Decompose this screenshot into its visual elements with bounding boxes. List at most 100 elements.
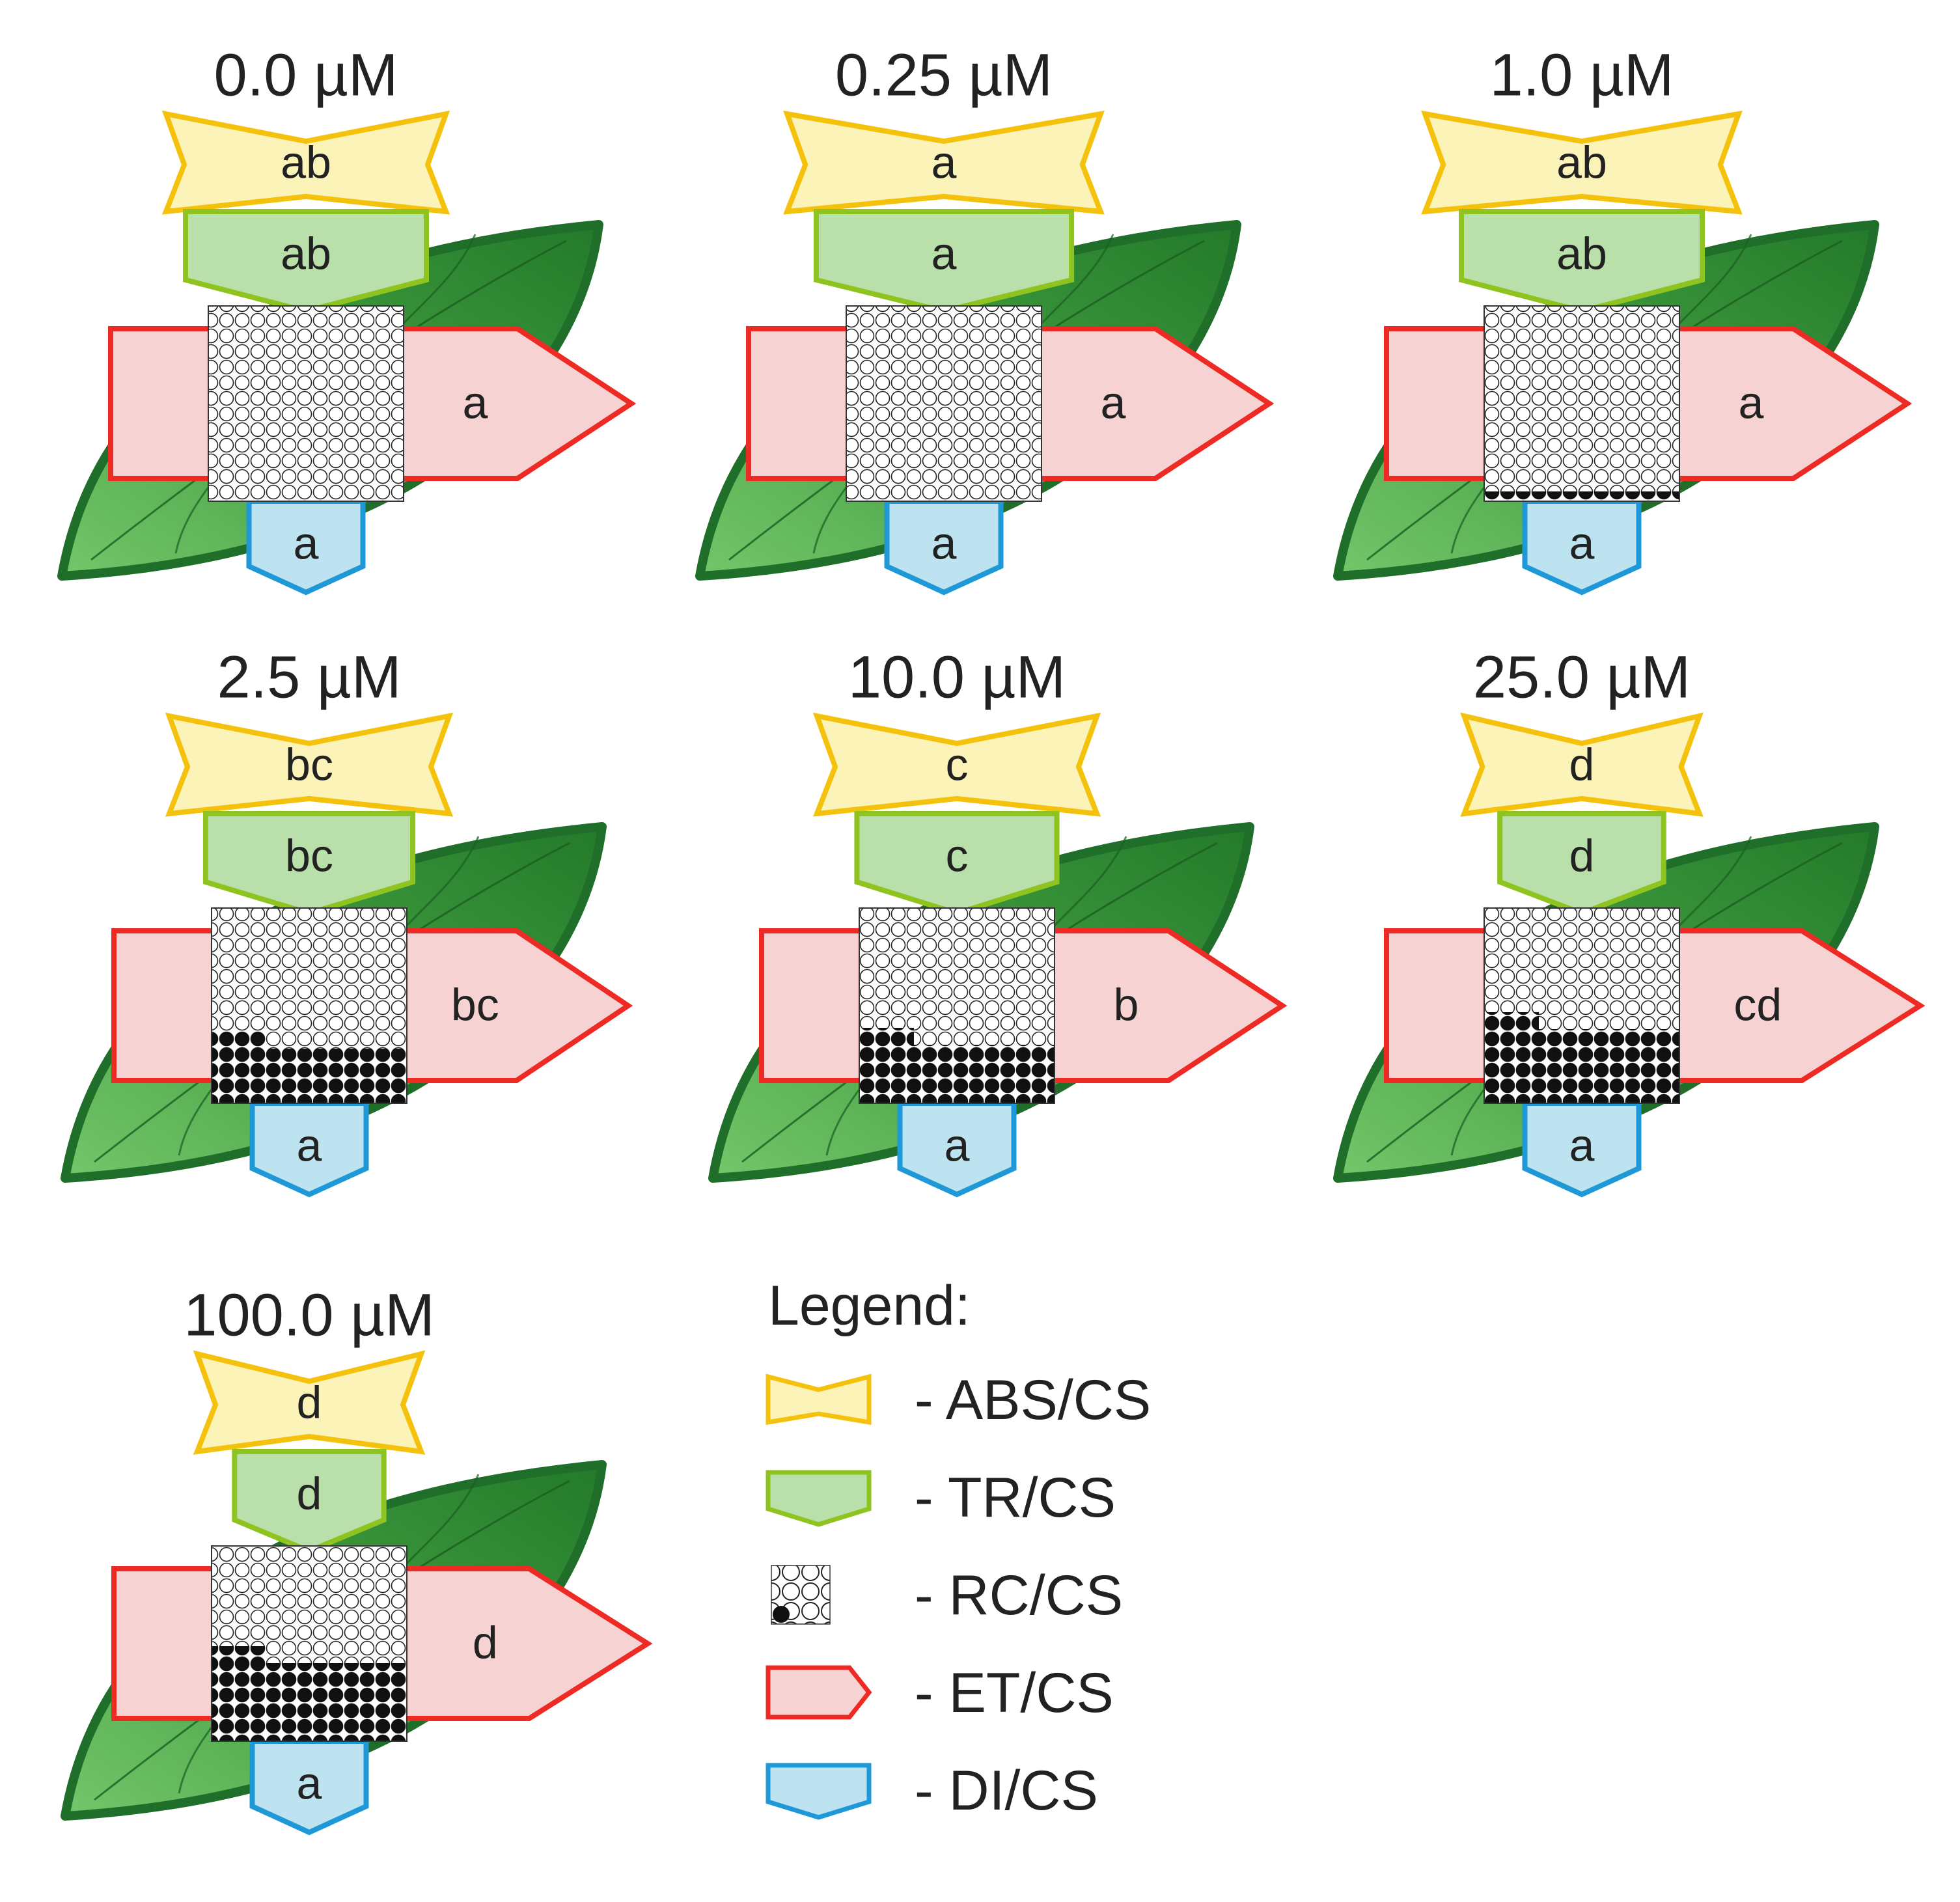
- di-cs-letter: a: [932, 517, 957, 568]
- di-cs-letter: a: [1569, 1120, 1595, 1170]
- legend: Legend: - ABS/CS - TR/CS - RC/CS - ET/CS - DI…: [766, 1275, 1151, 1822]
- rc-closed-area: [859, 1045, 1055, 1103]
- et-cs-letter: d: [473, 1617, 498, 1668]
- abs-cs-letter: ab: [1556, 137, 1607, 187]
- rc-border: [208, 305, 404, 502]
- rc-closed-area: [212, 1663, 407, 1741]
- di-cs-letter: a: [297, 1120, 322, 1170]
- legend-rc-closed-dot: [773, 1606, 790, 1623]
- abs-cs-letter: c: [946, 739, 969, 790]
- rc-open-area: [846, 306, 1042, 501]
- rc-open-area: [208, 306, 404, 501]
- concentration-label: 0.0 µM: [214, 42, 398, 108]
- abs-cs-shape: [1460, 712, 1704, 817]
- tr-cs-letter: a: [932, 228, 957, 279]
- rc-border: [846, 305, 1042, 502]
- rc-border: [211, 907, 407, 1104]
- rc-closed-area: [1484, 1029, 1679, 1103]
- panel-0: 0.0 µM ab ab a a: [57, 42, 637, 596]
- rc-border: [1484, 305, 1680, 502]
- di-cs-letter: a: [294, 517, 319, 568]
- legend-abs-icon: [766, 1373, 872, 1426]
- legend-et-icon: [766, 1665, 872, 1720]
- rc-cs-square: [211, 1545, 407, 1742]
- concentration-label: 0.25 µM: [835, 42, 1053, 108]
- rc-cs-square: [208, 305, 404, 502]
- et-cs-letter: a: [463, 377, 488, 428]
- tr-cs-shape: [1497, 811, 1666, 917]
- abs-cs-shape: [165, 712, 454, 817]
- tr-cs-letter: bc: [285, 830, 333, 881]
- legend-item-di: - DI/CS: [766, 1759, 1098, 1822]
- et-cs-letter: b: [1114, 979, 1139, 1030]
- tr-cs-shape: [1459, 209, 1705, 314]
- rc-closed-area: [212, 1049, 407, 1103]
- legend-di-icon: [766, 1763, 872, 1820]
- concentration-label: 1.0 µM: [1489, 42, 1674, 108]
- abs-cs-shape: [783, 110, 1105, 215]
- panel-5: 25.0 µM dd cd a: [1333, 644, 1925, 1198]
- concentration-label: 100.0 µM: [184, 1282, 434, 1348]
- legend-label: - DI/CS: [915, 1759, 1098, 1822]
- tr-cs-letter: c: [946, 830, 969, 881]
- rc-closed-step: [212, 1646, 266, 1663]
- di-cs-letter: a: [1569, 517, 1595, 568]
- rc-border: [1484, 907, 1680, 1104]
- concentration-label: 2.5 µM: [217, 644, 401, 710]
- rc-cs-square: [1484, 305, 1680, 502]
- tr-cs-letter: ab: [1556, 228, 1607, 279]
- legend-item-abs: - ABS/CS: [766, 1369, 1151, 1431]
- legend-item-tr: - TR/CS: [766, 1467, 1116, 1529]
- concentration-label: 10.0 µM: [848, 644, 1066, 710]
- tr-cs-letter: d: [297, 1468, 322, 1519]
- abs-cs-letter: bc: [285, 739, 333, 790]
- legend-label: - ABS/CS: [915, 1369, 1151, 1431]
- rc-border: [211, 1545, 407, 1742]
- abs-cs-letter: d: [1569, 739, 1595, 790]
- legend-label: - ET/CS: [915, 1662, 1114, 1724]
- et-cs-letter: a: [1101, 377, 1126, 428]
- legend-tr-icon: [766, 1470, 872, 1527]
- rc-open-area: [1484, 306, 1679, 501]
- abs-cs-letter: a: [932, 137, 957, 187]
- tr-cs-shape: [202, 811, 416, 917]
- legend-title: Legend:: [768, 1275, 971, 1337]
- rc-closed-step: [859, 1028, 914, 1045]
- tr-cs-letter: d: [1569, 830, 1595, 881]
- rc-cs-square: [1484, 907, 1680, 1104]
- rc-cs-square: [211, 907, 407, 1104]
- rc-closed-step: [1484, 1012, 1539, 1029]
- tr-cs-shape: [232, 1449, 387, 1554]
- abs-cs-letter: ab: [281, 137, 331, 187]
- di-cs-letter: a: [297, 1757, 322, 1808]
- legend-item-rc: - RC/CS: [771, 1564, 1123, 1627]
- tr-cs-shape: [854, 811, 1060, 917]
- rc-closed-step: [212, 1032, 266, 1049]
- abs-cs-shape: [1421, 110, 1743, 215]
- panel-3: 2.5 µM bc bc bc a: [61, 644, 633, 1198]
- legend-label: - TR/CS: [915, 1467, 1116, 1529]
- et-cs-letter: cd: [1733, 979, 1782, 1030]
- tr-cs-shape: [183, 209, 429, 314]
- abs-cs-shape: [812, 712, 1101, 817]
- legend-item-et: - ET/CS: [766, 1662, 1114, 1724]
- concentration-label: 25.0 µM: [1473, 644, 1691, 710]
- rc-cs-square: [846, 305, 1042, 502]
- rc-closed-area: [1484, 491, 1679, 501]
- et-cs-letter: a: [1739, 377, 1764, 428]
- et-cs-letter: bc: [451, 979, 499, 1030]
- rc-border: [859, 907, 1055, 1104]
- rc-cs-square: [859, 907, 1055, 1104]
- tr-cs-letter: ab: [281, 228, 331, 279]
- abs-cs-letter: d: [297, 1377, 322, 1427]
- abs-cs-shape: [161, 110, 450, 215]
- tr-cs-shape: [813, 209, 1075, 314]
- panel-2: 1.0 µM ab ab a a: [1333, 42, 1912, 596]
- abs-cs-shape: [193, 1350, 426, 1455]
